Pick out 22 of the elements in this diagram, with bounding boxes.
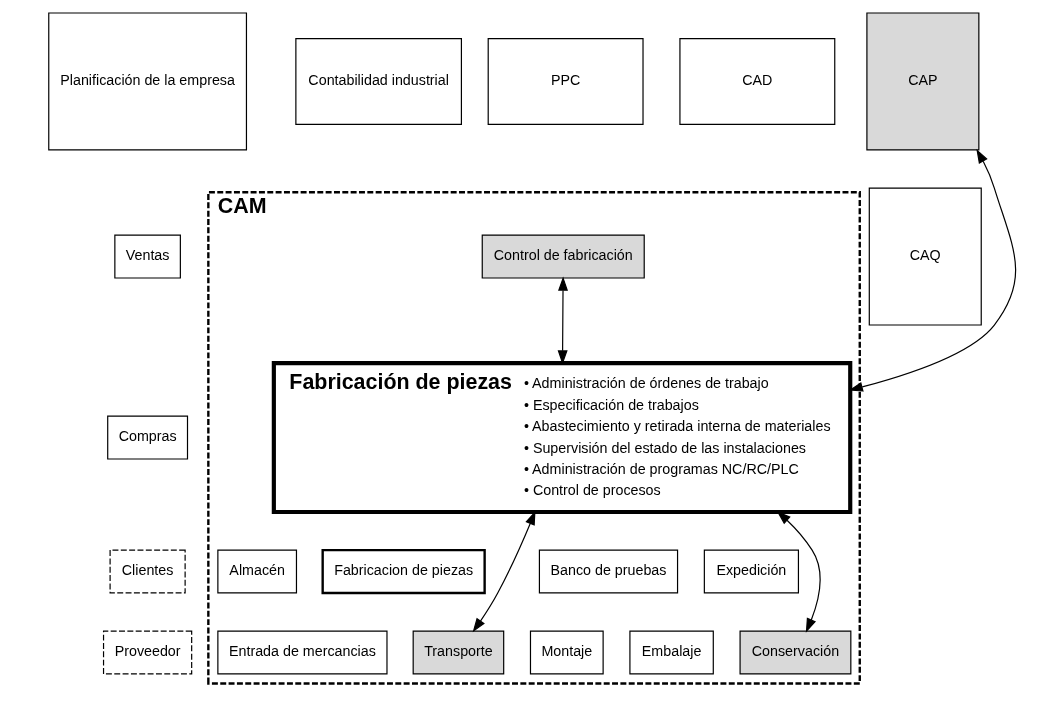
node-box: Conservación <box>739 630 851 675</box>
node-box: PPC <box>487 38 644 125</box>
node-box: Clientes <box>109 549 186 594</box>
node-box: Almacén <box>216 549 297 594</box>
node-box: Ventas <box>113 234 181 279</box>
node-box: Entrada de mercancias <box>216 630 388 675</box>
node-box: Contabilidad industrial <box>294 38 462 125</box>
node-box: Fabricación de piezas • Administración de órdenes de trabajo • Especificación de trabajos • Abastecimiento y retirada interna de materiales • Supervisión del estado de las instalaciones • Administración de programas NC/RC/PLC • Control de procesos <box>271 361 852 515</box>
node-box: Planificación de la empresa <box>47 12 247 151</box>
node-box: Banco de pruebas <box>538 549 678 594</box>
node-box: CAP <box>865 12 979 151</box>
node-box: Compras <box>106 415 188 460</box>
node-box: CAD <box>678 38 835 125</box>
node-box: Control de fabricación <box>481 234 645 279</box>
node-box: Fabricacion de piezas <box>321 548 486 595</box>
arrow <box>776 511 821 633</box>
node-box: Montaje <box>529 630 604 675</box>
node-box: Expedición <box>703 549 799 594</box>
node-box: Embalaje <box>628 630 714 675</box>
node-box: Transporte <box>412 630 504 675</box>
node-box: CAQ <box>868 187 982 326</box>
node-box: Proveedor <box>102 630 192 675</box>
